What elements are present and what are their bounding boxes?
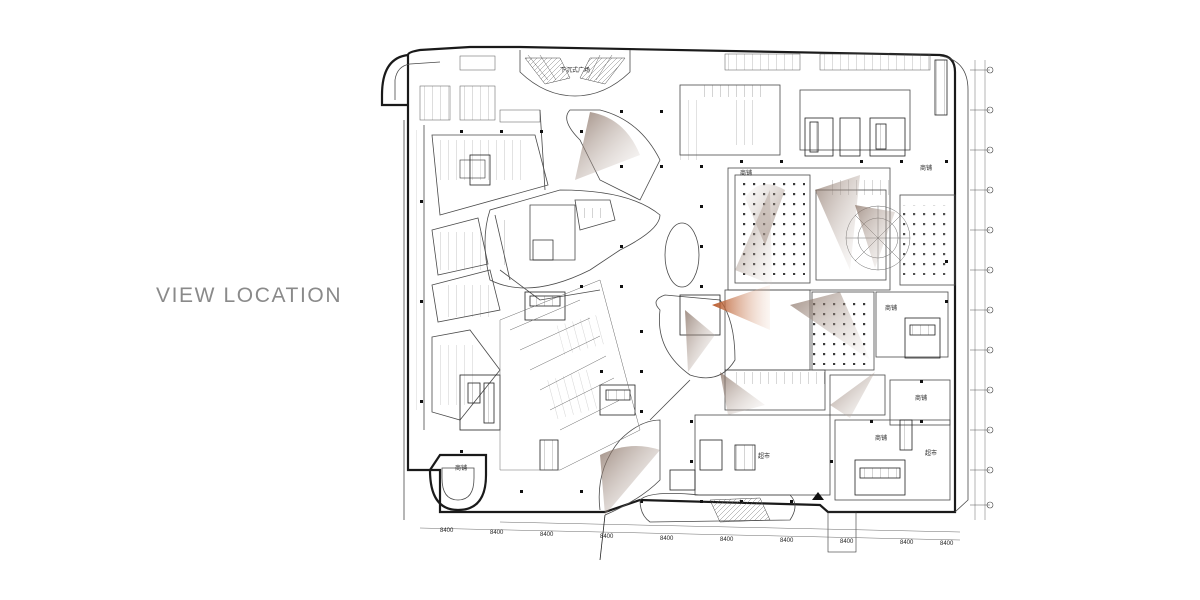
view-cone-3: [735, 190, 772, 285]
view-cone-5: [855, 205, 895, 268]
view-cone-10: [600, 446, 660, 515]
svg-text:8400: 8400: [440, 528, 454, 534]
svg-text:商铺: 商铺: [875, 434, 887, 442]
dimension-line: [419, 514, 961, 561]
view-cone-6: [790, 292, 870, 360]
view-cone-8: [720, 372, 765, 415]
ramp-sw: [428, 453, 488, 512]
view-cone-highlight: [712, 285, 770, 330]
svg-text:8400: 8400: [600, 534, 614, 540]
view-location-title: VIEW LOCATION: [156, 284, 343, 307]
svg-text:8400: 8400: [540, 532, 554, 538]
svg-text:8400: 8400: [940, 541, 954, 547]
south-entrance: [639, 492, 857, 553]
svg-text:商铺: 商铺: [920, 164, 932, 172]
svg-text:8400: 8400: [720, 537, 734, 543]
view-cone-4: [815, 175, 860, 270]
svg-text:商铺: 商铺: [740, 169, 752, 177]
svg-text:超市: 超市: [758, 452, 770, 460]
column-grid: [420, 110, 948, 503]
svg-text:8400: 8400: [840, 539, 854, 545]
svg-text:8400: 8400: [490, 530, 504, 536]
ramp-nw: [380, 53, 409, 107]
dimension-text: 8400 8400 8400 8400 8400 8400 8400 8400 …: [440, 528, 954, 547]
svg-text:8400: 8400: [780, 538, 794, 544]
svg-text:超市: 超市: [925, 449, 937, 457]
sunken-plaza: 下沉式广场: [519, 50, 631, 97]
view-cone-7: [685, 310, 715, 372]
view-cone-9: [830, 372, 875, 418]
svg-text:商铺: 商铺: [455, 464, 467, 472]
view-cone-1: [575, 112, 640, 180]
svg-text:8400: 8400: [900, 540, 914, 546]
view-cones: [575, 112, 895, 515]
room-labels: 超市 超市 商铺 商铺 商铺 商铺 商铺 商铺: [455, 164, 937, 472]
plaza-label: 下沉式广场: [560, 66, 590, 74]
svg-text:商铺: 商铺: [885, 304, 897, 312]
svg-text:8400: 8400: [660, 536, 674, 542]
svg-text:商铺: 商铺: [915, 394, 927, 402]
